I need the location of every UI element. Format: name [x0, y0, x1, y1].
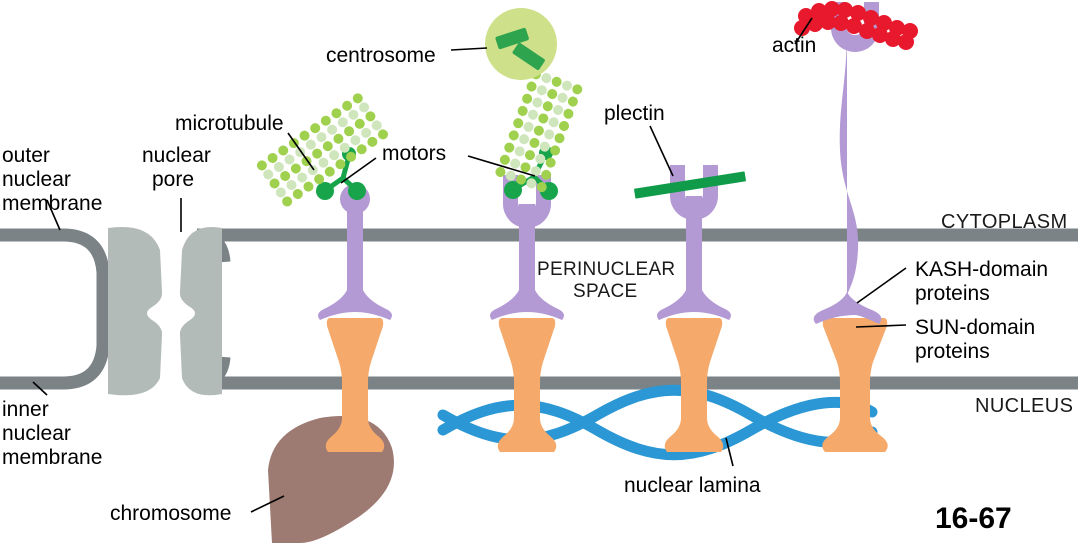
linc-complex-4 — [794, 1, 918, 452]
label-inner-nuclear-membrane-line1: inner — [2, 398, 49, 421]
label-cytoplasm: CYTOPLASM — [941, 211, 1068, 233]
label-perinuclear-space-line1: PERINUCLEAR — [537, 259, 675, 280]
label-inner-nuclear-membrane-line3: membrane — [2, 446, 102, 469]
actin-filament — [794, 1, 918, 50]
leader-motors-1 — [340, 157, 377, 184]
figure-number: 16-67 — [935, 502, 1012, 535]
label-outer-nuclear-membrane-line2: nuclear — [2, 168, 71, 191]
leader-plectin — [649, 125, 674, 177]
nuclear-pore-complex — [108, 226, 222, 396]
microtubule-2 — [495, 69, 583, 193]
leader-microtubule — [287, 132, 315, 171]
leader-sun — [855, 324, 907, 328]
label-outer-nuclear-membrane-line1: outer — [2, 144, 50, 167]
microtubule-1 — [256, 93, 389, 207]
leader-lines — [32, 17, 907, 513]
label-microtubule: microtubule — [175, 112, 284, 135]
label-nuclear-pore-line1: nuclear — [142, 144, 211, 167]
leader-motors-2 — [467, 155, 536, 177]
linc-complex-1 — [256, 93, 392, 452]
kash-domain-protein — [490, 204, 564, 320]
kash-domain-protein — [318, 198, 392, 320]
label-motors: motors — [382, 142, 446, 165]
sun-domain-protein — [822, 318, 888, 452]
motor-head — [316, 182, 334, 200]
leader-chromosome — [250, 495, 285, 513]
linc-complex-2 — [485, 8, 583, 452]
leader-centrosome — [450, 47, 488, 51]
label-actin: actin — [772, 34, 816, 57]
label-chromosome: chromosome — [110, 502, 231, 525]
leader-lamina — [725, 437, 734, 467]
label-sun-domain-line2: proteins — [915, 340, 990, 363]
sun-domain-protein — [497, 318, 557, 452]
text-labels: outer nuclear membrane nuclear pore inne… — [2, 34, 1073, 535]
sun-domain-protein — [664, 318, 724, 452]
leader-inner-membrane — [32, 381, 48, 396]
linc-complex-3 — [634, 165, 746, 452]
label-nuclear-pore-line2: pore — [152, 168, 194, 191]
pore-lobe — [179, 226, 222, 396]
centriole — [495, 27, 529, 50]
label-nucleus: NUCLEUS — [975, 395, 1073, 417]
centriole — [512, 42, 545, 70]
label-kash-domain-line2: proteins — [915, 282, 990, 305]
label-kash-domain-line1: KASH-domain — [915, 258, 1048, 281]
sun-domain-protein — [325, 318, 385, 452]
kash-domain-protein — [657, 196, 731, 320]
label-perinuclear-space-line2: SPACE — [573, 281, 638, 302]
label-nuclear-lamina: nuclear lamina — [624, 474, 761, 497]
motor-head — [504, 181, 522, 199]
plectin-filament — [634, 171, 746, 199]
kash-domain-protein-long — [813, 30, 882, 324]
label-sun-domain-line1: SUN-domain — [915, 316, 1035, 339]
label-outer-nuclear-membrane-line3: membrane — [2, 192, 102, 215]
motor-head — [348, 182, 366, 200]
label-plectin: plectin — [604, 102, 665, 125]
leader-outer-membrane — [46, 199, 61, 231]
leader-actin — [794, 17, 813, 45]
pore-lobe — [108, 226, 163, 396]
label-inner-nuclear-membrane-line2: nuclear — [2, 422, 71, 445]
leader-kash — [856, 267, 907, 304]
label-centrosome: centrosome — [326, 44, 436, 67]
